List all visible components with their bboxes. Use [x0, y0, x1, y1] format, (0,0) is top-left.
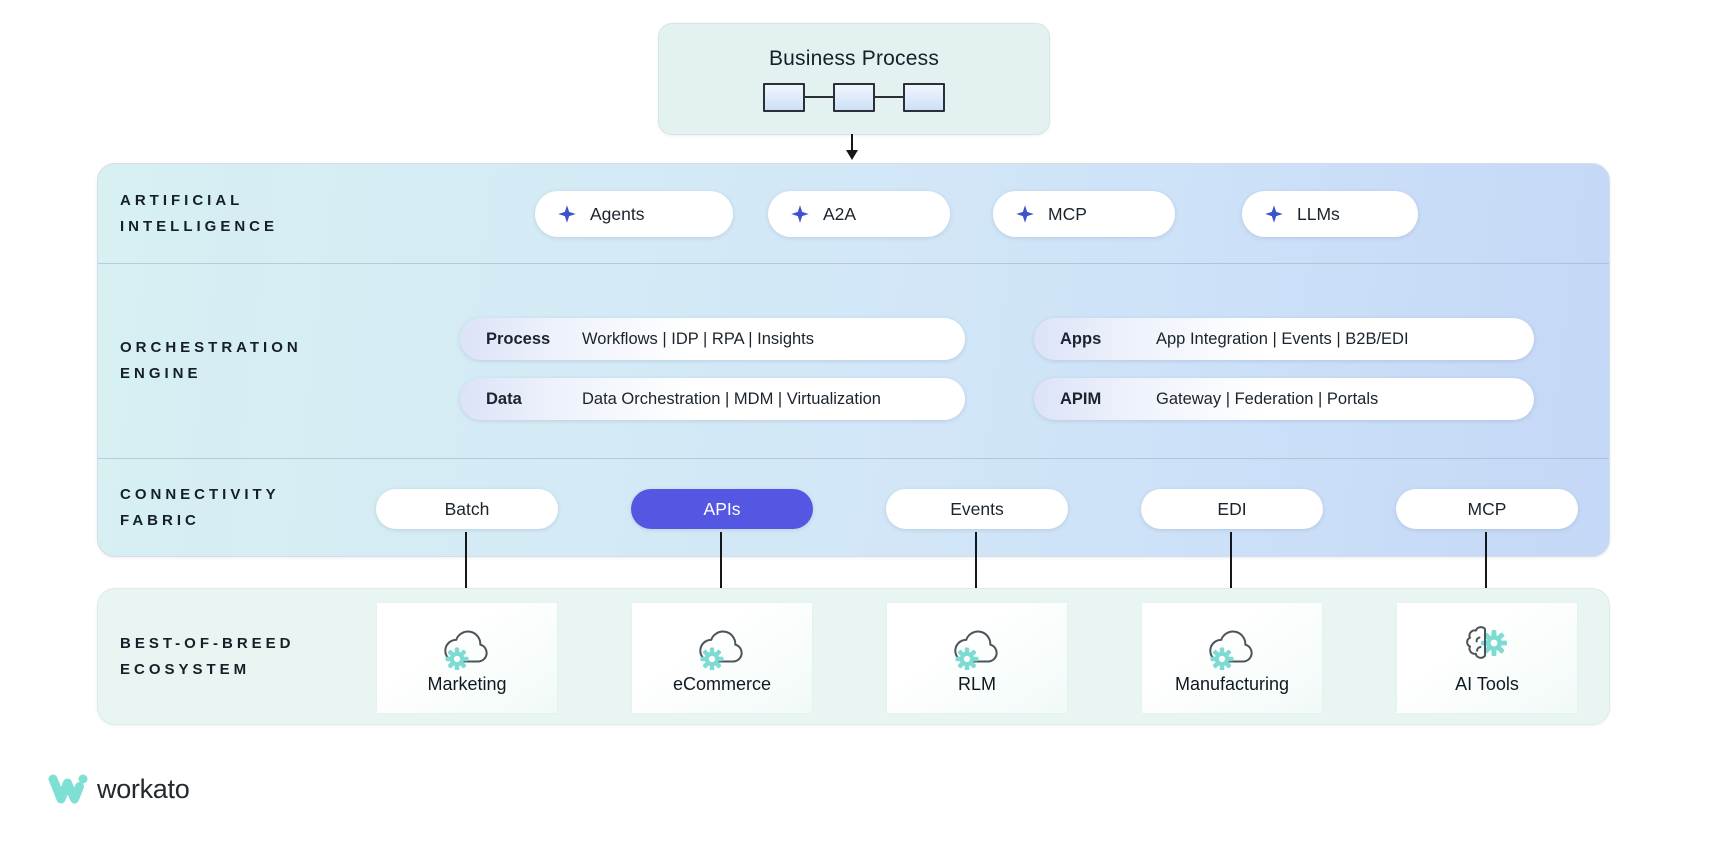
layer-label-orchestration: ORCHESTRATION ENGINE [120, 338, 302, 382]
flow-connector [875, 96, 903, 98]
connectivity-pill-batch: Batch [376, 489, 558, 529]
workato-logo: workato [48, 772, 190, 806]
workato-logo-icon [48, 774, 88, 804]
orchestration-pill-text: Data Orchestration | MDM | Virtualizatio… [582, 389, 881, 408]
ecosystem-card-label: Manufacturing [1174, 673, 1290, 694]
orchestration-pill-tag: Process [486, 329, 551, 348]
cloud-gear-icon [699, 630, 743, 670]
ecosystem-card-ai-tools: AI Tools [1397, 603, 1577, 713]
business-process-box: Business Process [658, 23, 1050, 135]
ecosystem-card-label: Marketing [427, 673, 507, 694]
ai-pill-label: Agents [590, 203, 645, 224]
layer-label-connectivity: CONNECTIVITY FABRIC [120, 485, 280, 529]
process-flow-icon [763, 82, 945, 112]
ecosystem-card-label: RLM [957, 673, 996, 694]
sparkle-icon [558, 205, 576, 223]
orchestration-pill-process: Process Workflows | IDP | RPA | Insights [460, 318, 965, 360]
arrow-down-icon [460, 532, 472, 600]
ai-pill-mcp: MCP [993, 191, 1175, 237]
layer-label-ecosystem: BEST-OF-BREED ECOSYSTEM [120, 634, 295, 678]
cloud-gear-icon [1209, 630, 1253, 670]
sparkle-icon [1016, 205, 1034, 223]
ai-pill-a2a: A2A [768, 191, 950, 237]
connectivity-pill-edi: EDI [1141, 489, 1323, 529]
arrow-down-icon [715, 532, 727, 600]
layer-orchestration-engine: ORCHESTRATION ENGINE Process Workflows |… [98, 264, 1609, 459]
connectivity-pill-events: Events [886, 489, 1068, 529]
ecosystem-card-marketing: Marketing [377, 603, 557, 713]
ai-pill-agents: Agents [535, 191, 733, 237]
orchestration-pill-apim: APIM Gateway | Federation | Portals [1034, 378, 1534, 420]
sparkle-icon [791, 205, 809, 223]
orchestration-pill-tag: APIM [1060, 389, 1102, 408]
flow-connector [805, 96, 833, 98]
layer-artificial-intelligence: ARTIFICIAL INTELLIGENCE Agents A2A MCP L… [98, 164, 1609, 264]
flow-step-icon [763, 82, 805, 112]
orchestration-pill-tag: Data [486, 389, 522, 408]
ecosystem-card-label: AI Tools [1455, 673, 1519, 694]
flow-step-icon [903, 82, 945, 112]
layer-connectivity-fabric: CONNECTIVITY FABRIC Batch APIs Events ED… [98, 459, 1609, 556]
connectivity-pill-mcp: MCP [1396, 489, 1578, 529]
orchestration-pill-data: Data Data Orchestration | MDM | Virtuali… [460, 378, 965, 420]
connectivity-pill-apis: APIs [631, 489, 813, 529]
ai-pill-label: MCP [1048, 203, 1087, 224]
orchestration-pill-text: Gateway | Federation | Portals [1156, 389, 1379, 408]
arrow-down-icon [970, 532, 982, 600]
ecosystem-card-label: eCommerce [672, 673, 772, 694]
orchestration-pill-text: App Integration | Events | B2B/EDI [1156, 329, 1409, 348]
ecosystem-container: BEST-OF-BREED ECOSYSTEM Marketing eComme… [97, 588, 1610, 725]
ai-pill-label: LLMs [1297, 203, 1340, 224]
sparkle-icon [1265, 205, 1283, 223]
ecosystem-card-manufacturing: Manufacturing [1142, 603, 1322, 713]
ai-pill-llms: LLMs [1242, 191, 1418, 237]
ai-pill-label: A2A [823, 203, 857, 224]
brain-gear-icon [1466, 625, 1507, 659]
cloud-gear-icon [954, 630, 998, 670]
orchestration-pill-tag: Apps [1060, 329, 1102, 348]
orchestration-pill-text: Workflows | IDP | RPA | Insights [582, 329, 815, 348]
arrow-down-icon [846, 134, 858, 160]
business-process-title: Business Process [768, 46, 940, 70]
ecosystem-card-rlm: RLM [887, 603, 1067, 713]
arrow-down-icon [1225, 532, 1237, 600]
flow-step-icon [833, 82, 875, 112]
workato-wordmark: workato [97, 773, 190, 804]
orchestration-pill-apps: Apps App Integration | Events | B2B/EDI [1034, 318, 1534, 360]
arrow-down-icon [1480, 532, 1492, 600]
platform-container: ARTIFICIAL INTELLIGENCE Agents A2A MCP L… [97, 163, 1610, 557]
cloud-gear-icon [444, 630, 488, 670]
ecosystem-card-ecommerce: eCommerce [632, 603, 812, 713]
layer-label-ai: ARTIFICIAL INTELLIGENCE [120, 191, 279, 235]
